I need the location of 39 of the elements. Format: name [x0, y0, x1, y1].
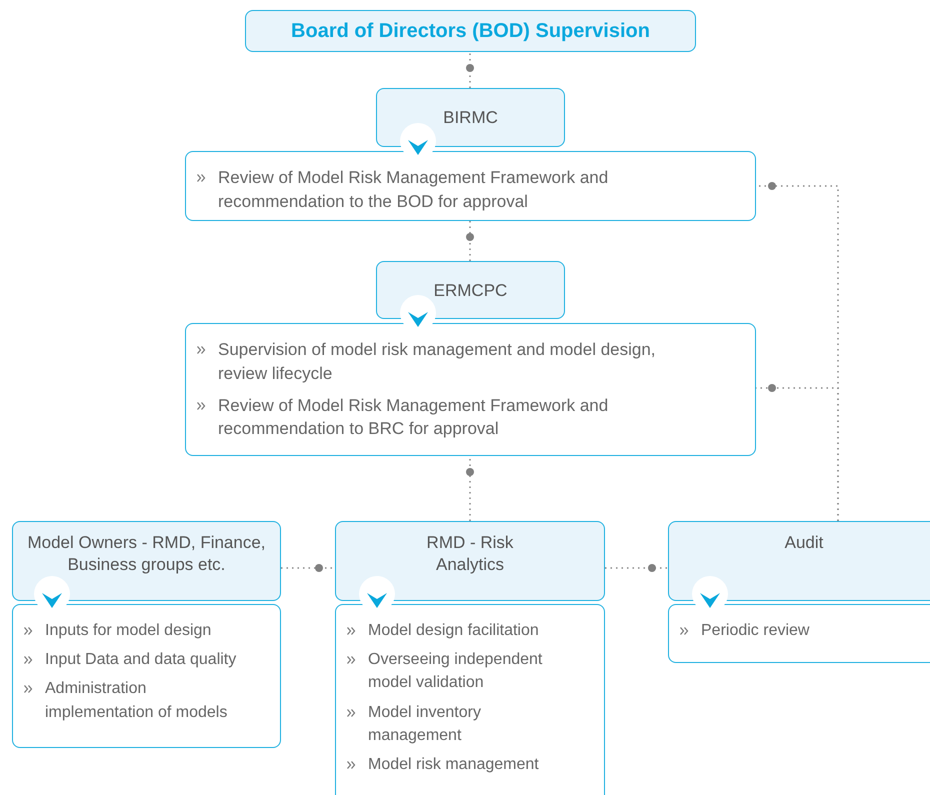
bullet-text: Model design facilitation	[368, 622, 539, 639]
bullet-text: Inputs for model design	[45, 622, 212, 639]
committee-box	[335, 521, 605, 601]
committee-name: Audit	[784, 532, 824, 554]
bullet-text: Model risk management	[368, 756, 539, 773]
committee-name: BIRMC	[443, 107, 498, 129]
committee-box	[376, 88, 565, 147]
dotted-connector	[605, 564, 668, 572]
responsibility-box	[185, 323, 756, 456]
committee-name: RMD - Risk Analytics	[426, 532, 514, 576]
bullet-text: Review of Model Risk Management Framework and recommendation to the BOD for approval	[218, 168, 608, 211]
committee-box	[668, 521, 930, 601]
committee-name: Model Owners - RMD, Finance, Business groups etc.	[26, 532, 267, 576]
committee-box	[376, 261, 565, 319]
title-box	[245, 10, 696, 52]
responsibility-box	[335, 604, 605, 795]
committee-box	[12, 521, 281, 601]
committee-name: ERMCPC	[434, 280, 508, 302]
dotted-connector	[466, 52, 474, 88]
responsibility-box	[185, 151, 756, 221]
dotted-connector	[466, 221, 474, 261]
bullet-text: Supervision of model risk management and model design, review lifecycle	[218, 340, 656, 383]
dotted-connector	[281, 564, 335, 572]
chevron-arrow	[408, 140, 428, 155]
bullet-text: Input Data and data quality	[45, 651, 236, 668]
chevron-arrow	[42, 593, 62, 608]
bullet-text: Overseeing independent model validation	[368, 651, 542, 692]
chevron-arrow	[367, 593, 387, 608]
chevron-arrow	[700, 593, 720, 608]
bullet-text: Periodic review	[701, 622, 810, 639]
responsibility-box	[668, 604, 930, 663]
chevron-arrow	[408, 312, 428, 327]
title-text: Board of Directors (BOD) Supervision	[291, 20, 650, 42]
bullet-text: Administration implementation of models	[45, 680, 228, 721]
responsibility-box	[12, 604, 281, 748]
bullet-text: Model inventory management	[368, 704, 481, 744]
dotted-connector	[756, 384, 839, 521]
bullet-text: Review of Model Risk Management Framework and recommendation to BRC for approval	[218, 396, 608, 438]
dotted-connector	[466, 456, 474, 521]
